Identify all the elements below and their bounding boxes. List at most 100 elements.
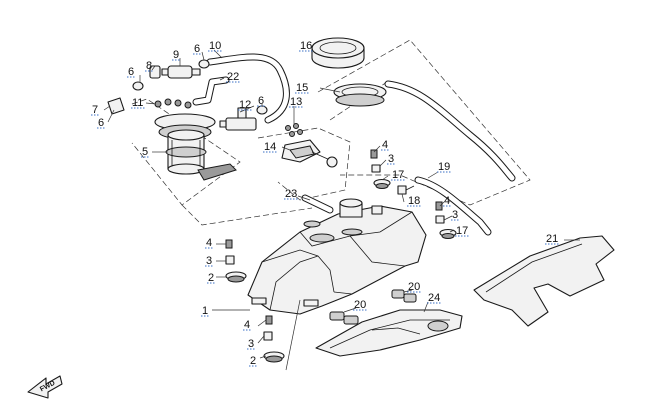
fastener-set-right-upper bbox=[370, 149, 391, 189]
svg-text:4: 4 bbox=[244, 319, 250, 331]
sender-screws bbox=[285, 123, 303, 137]
fastener-set-left-lower bbox=[263, 315, 285, 363]
rollover-valve bbox=[397, 185, 415, 195]
svg-text:8: 8 bbox=[146, 60, 152, 72]
callout-6-d: 6 bbox=[97, 117, 106, 129]
svg-text:6: 6 bbox=[258, 95, 264, 107]
svg-text:16: 16 bbox=[300, 40, 312, 52]
callout-3-left-lower: 3 bbox=[247, 338, 256, 350]
heat-shield-21 bbox=[473, 235, 615, 327]
leader-lines bbox=[103, 49, 580, 371]
callout-21: 21 bbox=[545, 233, 559, 245]
svg-text:3: 3 bbox=[388, 153, 394, 165]
svg-text:7: 7 bbox=[92, 104, 98, 116]
fuel-pump-assembly bbox=[154, 113, 237, 181]
clamp-6c bbox=[256, 105, 268, 115]
callout-11: 11 bbox=[131, 97, 145, 109]
fuel-cap bbox=[311, 37, 365, 69]
fuel-sender bbox=[281, 139, 338, 168]
svg-text:19: 19 bbox=[438, 161, 450, 173]
callout-3-left-upper: 3 bbox=[205, 255, 214, 267]
svg-text:22: 22 bbox=[227, 71, 239, 83]
callout-3-right-lower: 3 bbox=[451, 209, 460, 221]
filler-ring bbox=[333, 83, 387, 107]
svg-text:3: 3 bbox=[452, 209, 458, 221]
clamp-6b bbox=[198, 59, 210, 69]
callout-6-a: 6 bbox=[127, 66, 136, 78]
svg-text:2: 2 bbox=[208, 272, 214, 284]
callout-15: 15 bbox=[295, 82, 309, 94]
fuel-tank bbox=[247, 198, 427, 315]
callout-4-right-lower: 4 bbox=[443, 195, 452, 207]
heat-shield-24 bbox=[315, 309, 463, 357]
svg-text:4: 4 bbox=[382, 139, 388, 151]
svg-text:6: 6 bbox=[98, 117, 104, 129]
svg-text:15: 15 bbox=[296, 82, 308, 94]
callout-1: 1 bbox=[201, 305, 210, 317]
connector-12 bbox=[219, 107, 257, 131]
callouts: 1 2 2 3 3 3 3 4 4 4 4 5 6 6 6 6 7 8 9 10… bbox=[91, 40, 559, 367]
svg-text:3: 3 bbox=[206, 255, 212, 267]
svg-text:21: 21 bbox=[546, 233, 558, 245]
callout-8: 8 bbox=[145, 60, 154, 72]
hose-10 bbox=[206, 53, 290, 124]
callout-6-b: 6 bbox=[193, 43, 202, 55]
svg-text:23: 23 bbox=[285, 188, 297, 200]
hose-19 bbox=[414, 176, 492, 236]
clamp-6a bbox=[132, 81, 144, 91]
rubber-mounts-20 bbox=[329, 289, 417, 325]
tube-22 bbox=[192, 76, 230, 106]
callout-24: 24 bbox=[427, 292, 441, 304]
callout-17-lower: 17 bbox=[455, 225, 469, 237]
callout-2-lower: 2 bbox=[249, 355, 258, 367]
svg-text:6: 6 bbox=[128, 66, 134, 78]
svg-text:11: 11 bbox=[132, 97, 143, 109]
callout-12: 12 bbox=[238, 99, 252, 111]
callout-20-right: 20 bbox=[407, 281, 421, 293]
svg-text:17: 17 bbox=[392, 169, 404, 181]
callout-10: 10 bbox=[208, 40, 222, 52]
fuel-filter bbox=[161, 65, 201, 79]
svg-text:1: 1 bbox=[202, 305, 208, 317]
callout-20-left: 20 bbox=[353, 299, 367, 311]
callout-17-upper: 17 bbox=[391, 169, 405, 181]
elbow-7 bbox=[107, 97, 125, 115]
svg-text:2: 2 bbox=[250, 355, 256, 367]
callout-23: 23 bbox=[284, 188, 298, 200]
callout-9: 9 bbox=[172, 49, 181, 61]
svg-text:9: 9 bbox=[173, 49, 179, 61]
svg-text:13: 13 bbox=[290, 96, 302, 108]
svg-text:24: 24 bbox=[428, 292, 440, 304]
svg-text:3: 3 bbox=[248, 338, 254, 350]
callout-5: 5 bbox=[141, 146, 150, 158]
callout-3-right-upper: 3 bbox=[387, 153, 396, 165]
svg-text:6: 6 bbox=[194, 43, 200, 55]
svg-text:4: 4 bbox=[444, 195, 450, 207]
fastener-set-left-upper bbox=[225, 239, 247, 283]
callout-14: 14 bbox=[263, 141, 277, 153]
overflow-hose bbox=[384, 80, 516, 182]
front-direction-arrow-icon: FWD bbox=[27, 375, 63, 399]
callout-19: 19 bbox=[437, 161, 451, 173]
callout-7: 7 bbox=[91, 104, 100, 116]
pump-screws bbox=[154, 98, 192, 109]
svg-text:12: 12 bbox=[239, 99, 251, 111]
svg-text:20: 20 bbox=[408, 281, 420, 293]
callout-6-c: 6 bbox=[257, 95, 266, 107]
svg-text:5: 5 bbox=[142, 146, 148, 158]
callout-16: 16 bbox=[299, 40, 313, 52]
svg-text:17: 17 bbox=[456, 225, 468, 237]
svg-text:10: 10 bbox=[209, 40, 221, 52]
callout-13: 13 bbox=[289, 96, 303, 108]
callout-22: 22 bbox=[226, 71, 240, 83]
svg-text:18: 18 bbox=[408, 195, 420, 207]
callout-4-left-upper: 4 bbox=[205, 237, 214, 249]
svg-text:20: 20 bbox=[354, 299, 366, 311]
callout-2-upper: 2 bbox=[207, 272, 216, 284]
callout-4-left-lower: 4 bbox=[243, 319, 252, 331]
callout-4-right-upper: 4 bbox=[381, 139, 390, 151]
svg-text:14: 14 bbox=[264, 141, 276, 153]
callout-18: 18 bbox=[407, 195, 421, 207]
svg-text:4: 4 bbox=[206, 237, 212, 249]
